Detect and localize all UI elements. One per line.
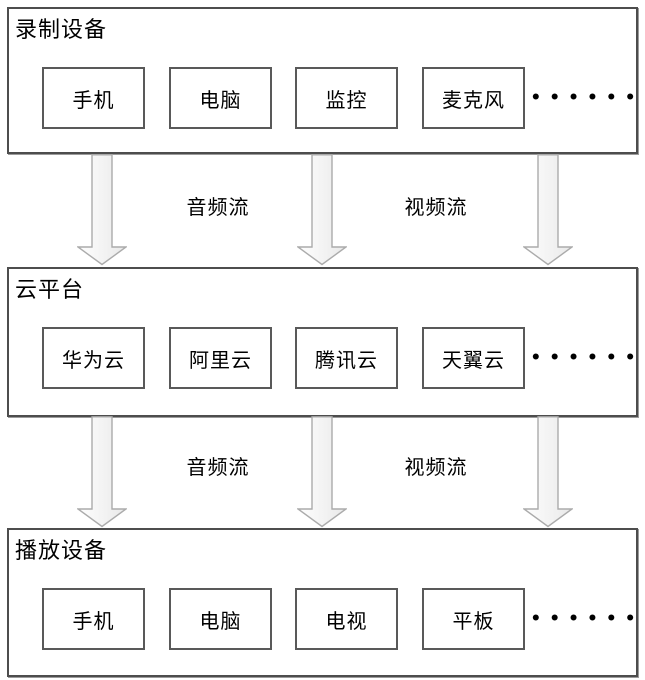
down-arrow-icon <box>297 416 347 528</box>
ellipsis-dots: •••••• <box>530 609 644 629</box>
down-arrow-icon <box>523 416 573 528</box>
playback-computer-box: 电脑 <box>169 588 272 650</box>
video-stream-label: 视频流 <box>404 191 468 220</box>
playback-tv-box: 电视 <box>295 588 398 650</box>
cloud-tianyi-box: 天翼云 <box>422 327 525 389</box>
cloud-huawei-box: 华为云 <box>42 327 145 389</box>
device-phone-box: 手机 <box>42 67 145 129</box>
audio-stream-label: 音频流 <box>186 191 250 220</box>
down-arrow-icon <box>523 154 573 266</box>
device-microphone-box: 麦克风 <box>422 67 525 129</box>
cloud-tencent-box: 腾讯云 <box>295 327 398 389</box>
cloud-platform-box: 云平台 华为云 阿里云 腾讯云 天翼云 •••••• <box>7 267 638 417</box>
down-arrow-icon <box>77 416 127 528</box>
playback-phone-box: 手机 <box>42 588 145 650</box>
ellipsis-dots: •••••• <box>530 88 644 108</box>
playback-devices-box: 播放设备 手机 电脑 电视 平板 •••••• <box>7 528 638 677</box>
device-monitor-box: 监控 <box>295 67 398 129</box>
ellipsis-dots: •••••• <box>530 348 644 368</box>
down-arrow-icon <box>77 154 127 266</box>
cloud-alibaba-box: 阿里云 <box>169 327 272 389</box>
audio-stream-label: 音频流 <box>186 451 250 480</box>
device-computer-box: 电脑 <box>169 67 272 129</box>
recording-devices-box: 录制设备 手机 电脑 监控 麦克风 •••••• <box>7 7 638 154</box>
cloud-platform-title: 云平台 <box>15 277 85 302</box>
playback-devices-title: 播放设备 <box>15 538 108 563</box>
down-arrow-icon <box>297 154 347 266</box>
recording-devices-title: 录制设备 <box>15 17 108 42</box>
video-stream-label: 视频流 <box>404 451 468 480</box>
playback-tablet-box: 平板 <box>422 588 525 650</box>
